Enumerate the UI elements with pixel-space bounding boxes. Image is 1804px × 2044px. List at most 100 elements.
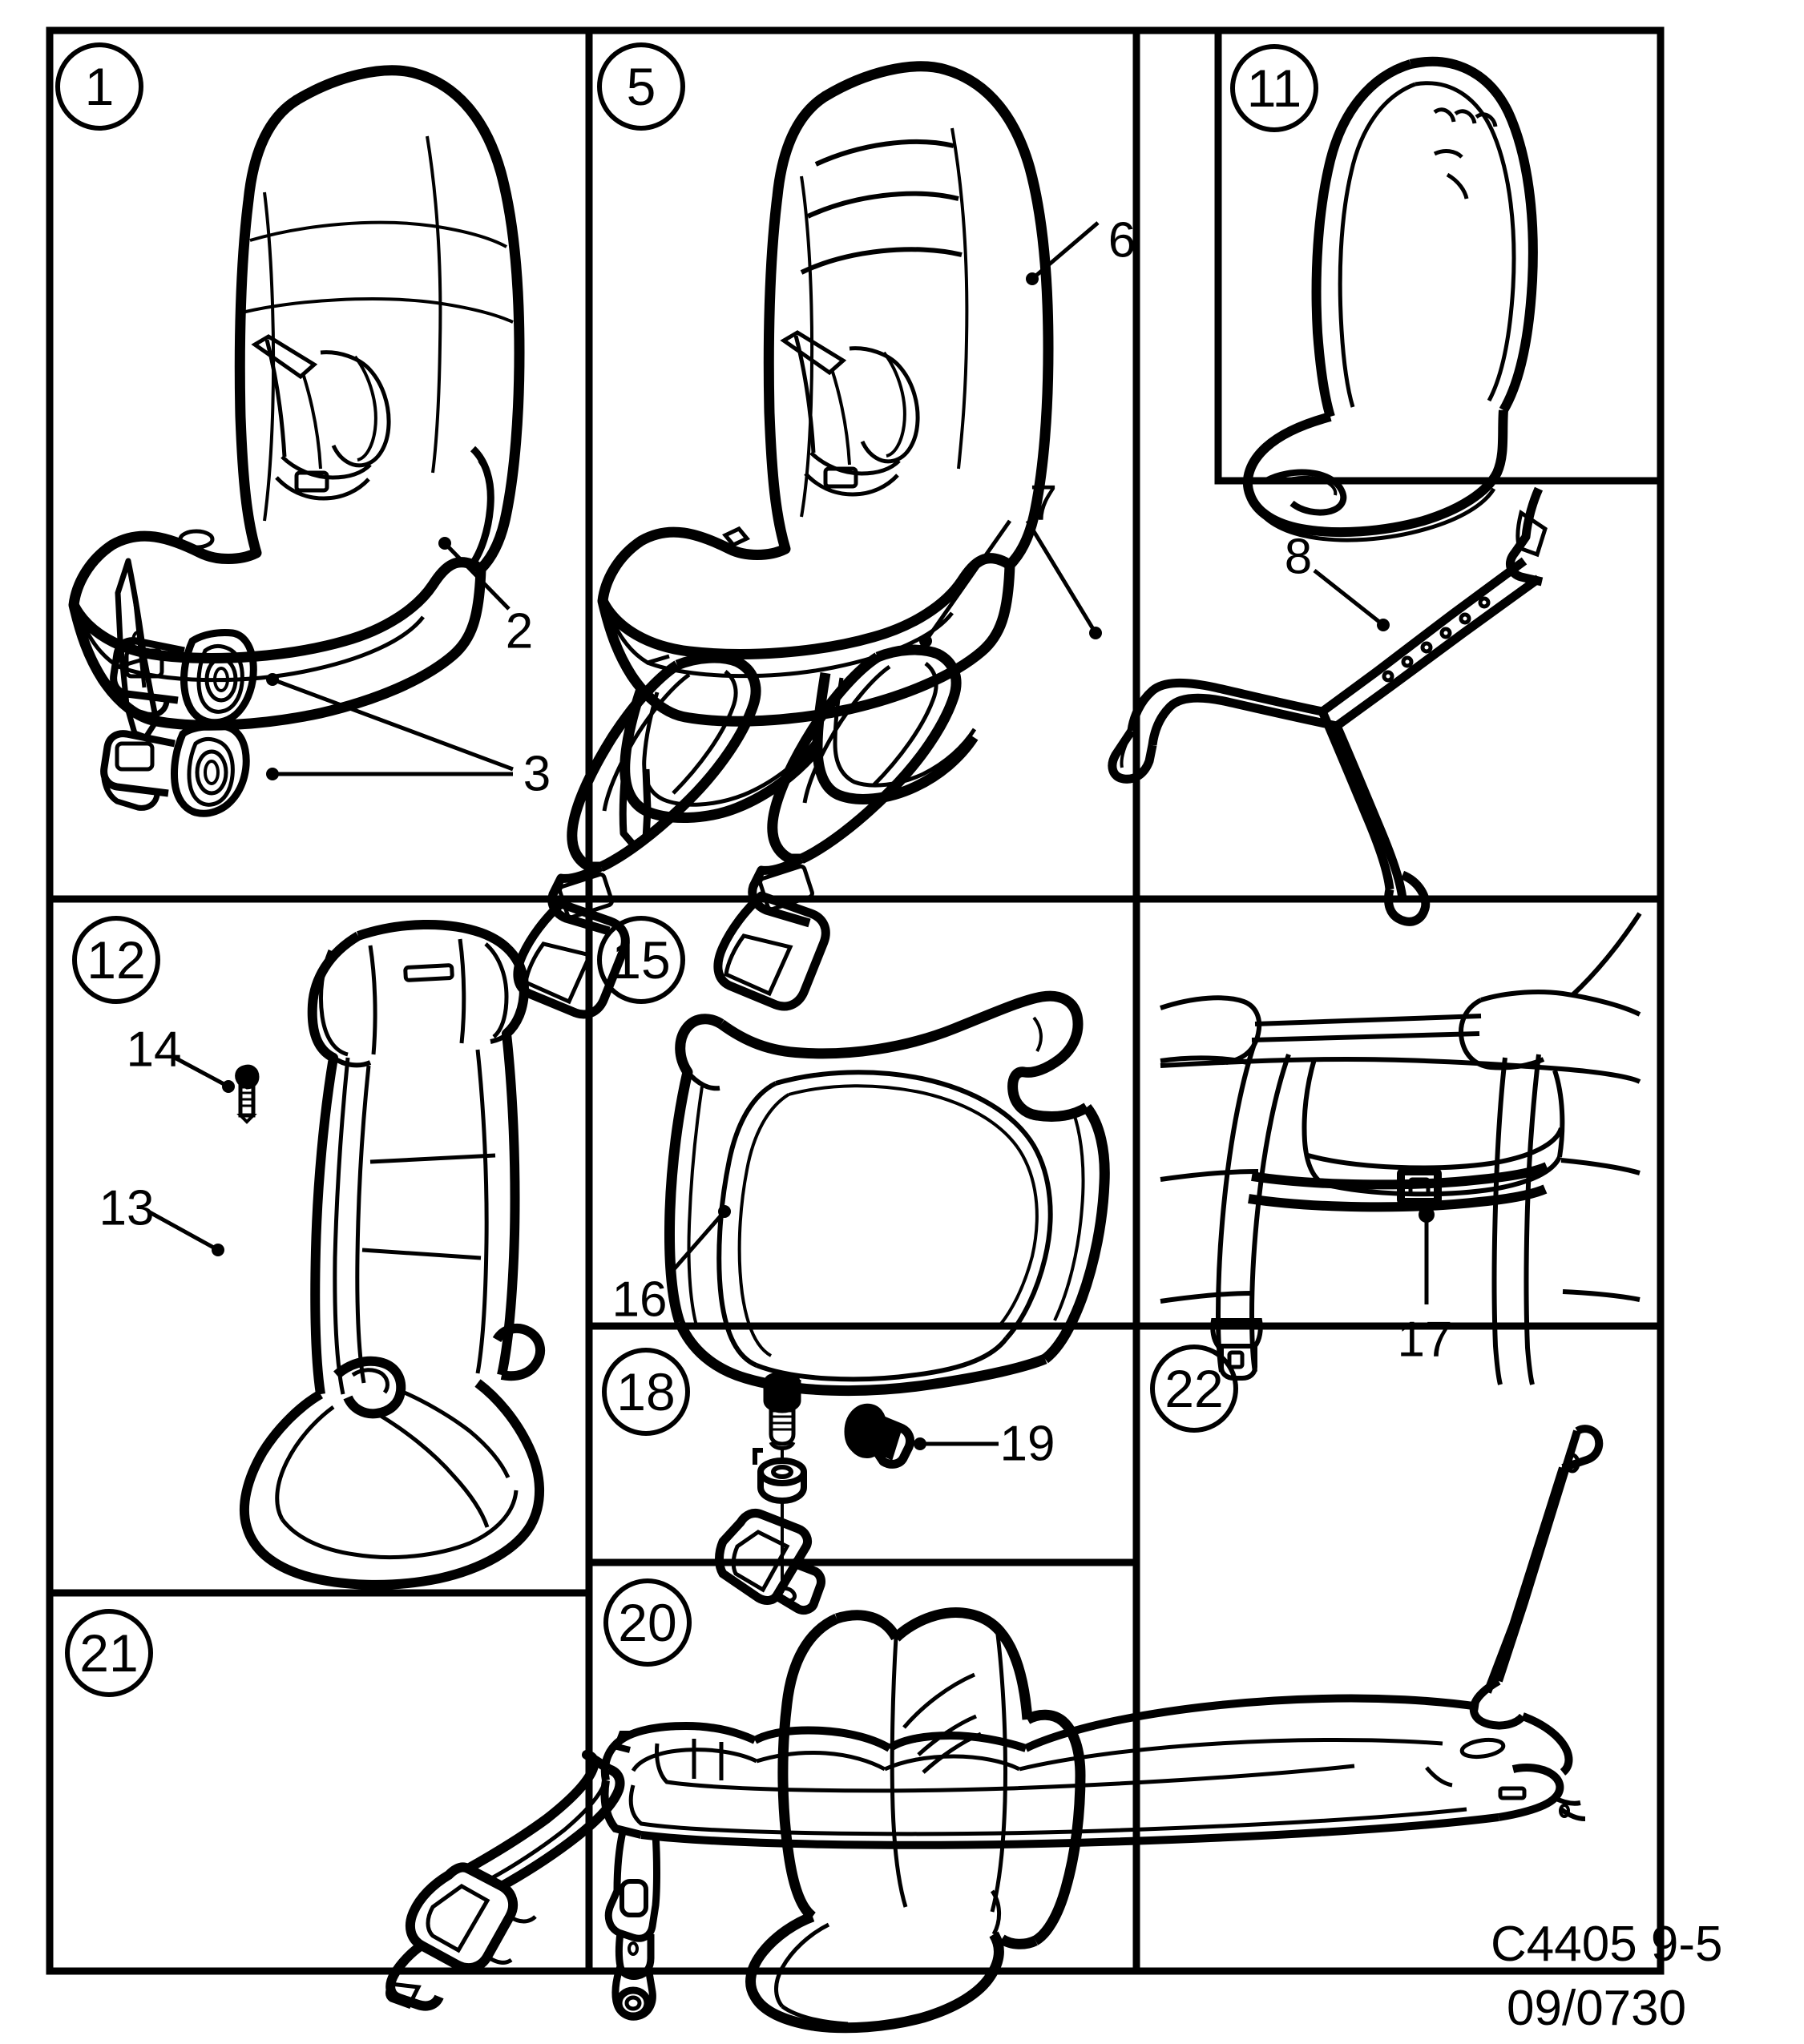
belt-roll-2-mid [187, 736, 235, 807]
headrest-rail-bottom [1251, 1031, 1480, 1042]
belt-roll-2-outer [171, 722, 250, 817]
seat5-seam-left [800, 175, 814, 518]
callout-circle-21 [65, 1609, 153, 1697]
base-recline-top [1561, 1425, 1604, 1472]
callout-circle-12 [72, 916, 160, 1004]
seat5-frame-wire-left [619, 687, 824, 824]
base-inner-hump1 [756, 1751, 886, 1772]
booster-back-seam-right [458, 938, 466, 1044]
panel-1-illustration [68, 65, 525, 817]
tether-leg-right-b [1332, 724, 1407, 900]
bracket-plate-inner [731, 1530, 790, 1593]
bolt-18 [763, 1372, 801, 1450]
belt-right-edge-a [1491, 1057, 1507, 1385]
tether-rod-upper-b [1334, 574, 1542, 730]
callout-21: 21 [79, 1623, 138, 1683]
belt7-right-outer-b [767, 652, 881, 865]
base-connector-b [1560, 1807, 1586, 1821]
seat5-harness-strap-left2 [830, 369, 851, 466]
callout-circle-11 [1230, 44, 1318, 132]
base-inner-rear [1019, 1738, 1443, 1772]
cover-crease-1 [1433, 149, 1463, 159]
belt-right-edge-b [1524, 1054, 1541, 1385]
booster-seat-pan [239, 1379, 545, 1590]
base-connector-a [1553, 1796, 1581, 1806]
seat5-headrest-seam-b [806, 191, 959, 219]
cushion-notch-detail [1032, 1016, 1043, 1052]
booster-wing-left-inner [319, 949, 349, 1057]
cover-pleat-3 [1475, 112, 1498, 127]
base-hinge [1469, 1677, 1526, 1730]
cover-base-slot-inner [1278, 475, 1338, 496]
base-recline-hole [1564, 1453, 1580, 1474]
base-inner-bottom [628, 1784, 1467, 1836]
support-leg-pin [628, 1941, 639, 1956]
base-recline-centerline [1499, 1448, 1571, 1669]
callout-13: 13 [99, 1181, 155, 1236]
panel-21-illustration [385, 1750, 625, 2011]
panel-22-illustration [600, 1425, 1604, 2021]
belt-assembly-lower [100, 722, 250, 817]
leader-line-13 [147, 1209, 220, 1252]
tether-foot-left-detail [1120, 735, 1132, 768]
drawing-code: C4405 9-5 [1491, 1917, 1723, 1972]
harness-loop-inner [353, 355, 377, 462]
base-rear-block [1521, 1712, 1573, 1776]
harness-strap-left [264, 339, 287, 458]
belt7-right-fold-a [802, 664, 891, 804]
belt-latch-stem [1219, 1346, 1257, 1381]
base-detail-a [1425, 1766, 1453, 1788]
leader-line-3a [272, 677, 514, 772]
leader-line-16 [667, 1210, 726, 1277]
latch-buckle-window [426, 1884, 490, 1953]
belt-roll-1-outer [180, 629, 257, 727]
harness-strap-left-edge [301, 373, 322, 470]
bracket-plate [715, 1508, 813, 1605]
booster-armrest-right [492, 1323, 546, 1381]
panel-15-illustration [664, 990, 1110, 1397]
strap-17-clip [1397, 1167, 1442, 1206]
harness-buckle-lower [275, 476, 370, 501]
panel-17-illustration [1160, 912, 1642, 1385]
tether-hook-inner [1515, 509, 1548, 558]
leader-dot-16 [718, 1205, 731, 1218]
booster-label-slot [403, 963, 454, 982]
panel-5-illustration [513, 61, 1102, 1019]
tether-hook-top [1505, 486, 1544, 587]
callout-11: 11 [1247, 58, 1302, 118]
base-inner-rim [655, 1743, 1355, 1793]
callout-circle-1 [55, 42, 143, 131]
seat-seam-upper [249, 220, 507, 248]
rear-seat-seam-right [990, 1627, 1007, 1913]
callout-14: 14 [127, 1022, 182, 1078]
belt7-left-tongue [513, 899, 630, 1019]
belt-buckle-2-tail [101, 767, 160, 811]
seatback-left-contour [1302, 1058, 1326, 1187]
trim-line-left-2 [1160, 1291, 1253, 1304]
pillar-line [1570, 912, 1642, 998]
drawing-date: 09/0730 [1507, 1981, 1687, 2036]
cushion-inner-top2 [788, 1084, 1039, 1330]
callout-12: 12 [87, 930, 145, 990]
seat5-back-right-edge [820, 61, 1054, 570]
belt7-right-slider [748, 855, 811, 928]
belt-buckle-2 [115, 741, 155, 772]
bolt-head [763, 1380, 801, 1413]
leader-dot-6 [1026, 272, 1039, 285]
cushion-right-edge [1041, 1103, 1110, 1364]
seat-cushion-lip [118, 615, 425, 683]
booster-wing-right-inner [484, 942, 509, 1038]
seat5-harness-strap-left [793, 335, 816, 454]
leader-line-7a [923, 519, 1012, 643]
rear-shelf-right [1480, 990, 1641, 1017]
cushion-wing-fold [687, 1086, 704, 1329]
belt7-right-outer [799, 644, 962, 864]
belt-strap-2 [100, 730, 176, 797]
rear-cushion-inner-bottom [781, 2004, 849, 2026]
seat5-frame-wire-left-inner [642, 691, 816, 807]
panel-18-illustration [715, 1372, 999, 1615]
leader-line-2 [443, 542, 511, 611]
rear-cushion-inner-left [774, 1922, 830, 2008]
callout-circle-18 [602, 1348, 690, 1436]
